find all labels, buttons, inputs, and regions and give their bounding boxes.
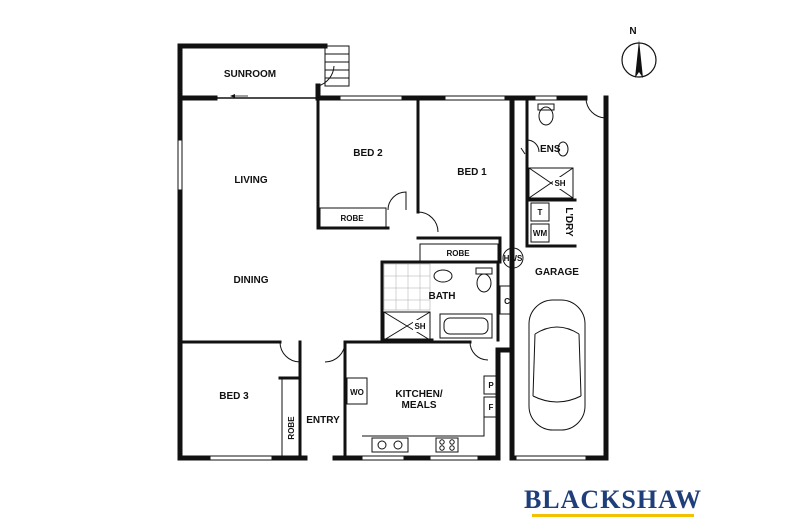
robe-bed2-label: ROBE	[340, 214, 364, 223]
laundry-tub-label: T	[538, 208, 543, 217]
bath-toilet-icon	[476, 273, 492, 293]
ens-toilet-icon	[538, 106, 554, 126]
sunroom-steps	[317, 45, 350, 87]
bath-fixtures	[383, 263, 493, 341]
bath-basin-icon	[433, 269, 453, 283]
laundry-label: L'DRY	[563, 207, 574, 237]
bath-label: BATH	[428, 291, 455, 302]
windows	[177, 95, 587, 461]
hws-icon	[502, 247, 524, 269]
cooktop-icon	[435, 437, 459, 453]
wall-oven-label: WO	[350, 388, 364, 397]
laundry-fixtures	[530, 202, 550, 243]
ens-shower	[528, 167, 574, 199]
kitchen-label-line1: KITCHEN/	[395, 389, 442, 400]
brand-name: BLACKSHAW	[524, 485, 702, 514]
ens-label: ENS	[540, 144, 561, 155]
doors	[279, 97, 607, 363]
compass-north-label: N	[629, 26, 636, 37]
sunroom-label: SUNROOM	[224, 69, 276, 80]
brand-logo: BLACKSHAW	[524, 485, 702, 517]
kitchen-label-line2: MEALS	[402, 400, 437, 411]
pantry	[483, 375, 499, 395]
cupboard-label: C	[504, 297, 510, 306]
robe-bed3	[281, 377, 301, 457]
compass: N	[621, 26, 657, 78]
bathtub-icon	[439, 313, 493, 339]
bed3-label: BED 3	[219, 391, 249, 402]
hws-label: HWS	[504, 254, 523, 263]
pantry-label: P	[488, 381, 494, 390]
dining-label: DINING	[234, 275, 269, 286]
fridge-label: F	[489, 403, 494, 412]
bed1-label: BED 1	[457, 167, 487, 178]
living-label: LIVING	[234, 175, 268, 186]
sliding-door	[215, 94, 320, 99]
robe-bed1-label: ROBE	[446, 249, 470, 258]
kitchen-fixtures	[346, 375, 499, 453]
wall-oven	[346, 377, 368, 405]
robe-bed3-label: ROBE	[287, 416, 296, 440]
bath-shower	[383, 311, 431, 341]
robe-bed2	[319, 207, 387, 229]
ensuite-fixtures	[528, 103, 574, 199]
car-icon	[528, 299, 586, 431]
bed2-label: BED 2	[353, 148, 383, 159]
washing-machine-label: WM	[533, 229, 548, 238]
brand-underline	[532, 514, 694, 517]
cupboard	[499, 285, 515, 315]
sink-icon	[371, 437, 409, 453]
robe-bed1	[419, 243, 499, 263]
ens-sh-label: SH	[554, 179, 565, 188]
garage-label: GARAGE	[535, 267, 579, 278]
bath-sh-label: SH	[414, 322, 425, 331]
ens-basin-icon	[557, 141, 569, 157]
entry-label: ENTRY	[306, 415, 340, 426]
north-arrow-icon	[635, 40, 643, 78]
